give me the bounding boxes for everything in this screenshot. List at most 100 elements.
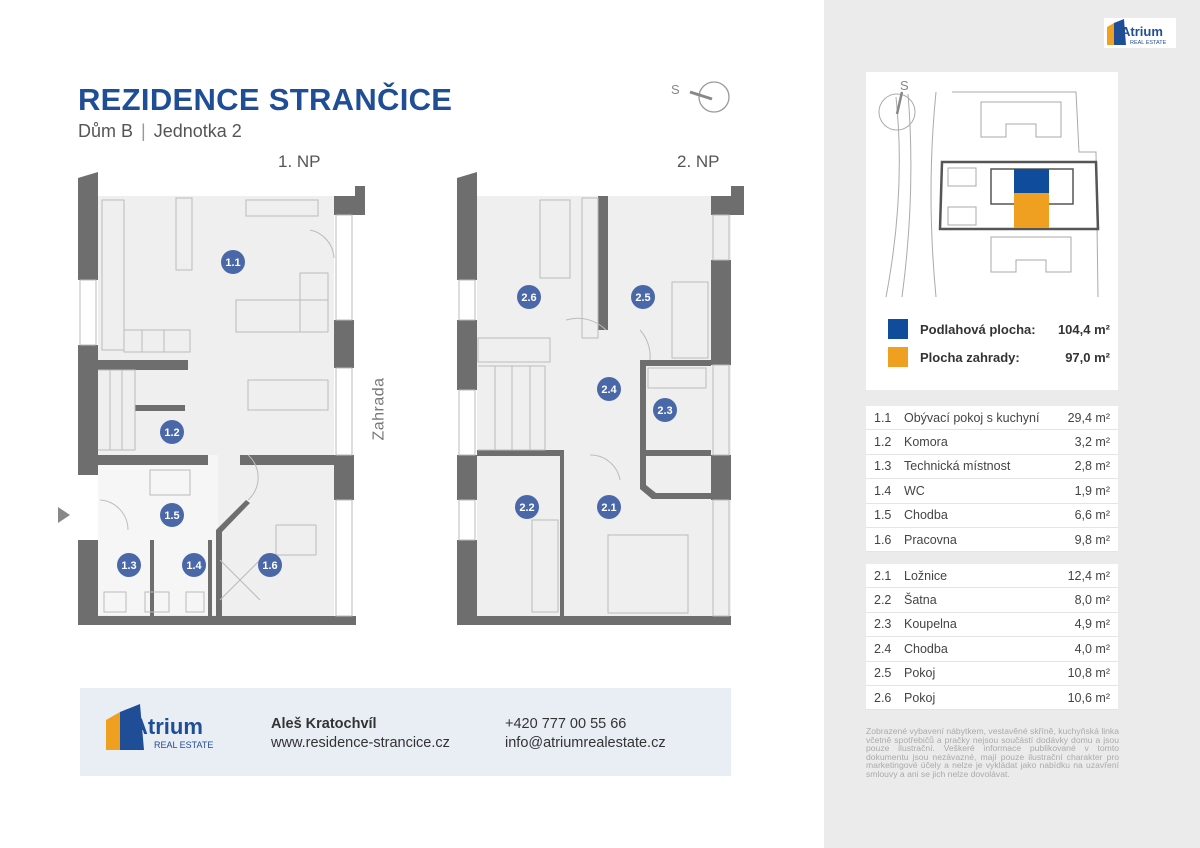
room-no: 1.5 (874, 508, 892, 523)
room-name: Chodba (904, 508, 948, 523)
room-area: 8,0 m² (1074, 593, 1110, 608)
legend-garden-area: Plocha zahrady: 97,0 m² (888, 347, 1110, 367)
disclaimer: Zobrazené vybavení nábytkem, vestavěné s… (866, 726, 1119, 779)
room-badge-1.5: 1.5 (160, 503, 184, 527)
room-badge-2.5: 2.5 (631, 285, 655, 309)
subtitle: Dům B | Jednotka 2 (78, 121, 242, 142)
compass-icon: S (670, 78, 732, 118)
svg-text:2.4: 2.4 (601, 384, 617, 396)
table-row: 1.2 Komora 3,2 m² (866, 430, 1118, 455)
room-area: 6,6 m² (1074, 508, 1110, 523)
svg-text:1.1: 1.1 (225, 257, 240, 269)
svg-text:1.3: 1.3 (121, 560, 136, 572)
room-no: 1.2 (874, 435, 892, 450)
table-row: 1.5 Chodba 6,6 m² (866, 504, 1118, 528)
logo-subtext: REAL ESTATE (154, 740, 213, 750)
separator: | (141, 121, 146, 141)
room-name: Koupelna (904, 617, 957, 632)
site-compass-label: S (900, 78, 909, 93)
room-area: 29,4 m² (1067, 410, 1110, 425)
room-labels-1np: 1.1 1.2 1.3 1.4 1.5 1.6 (117, 250, 282, 577)
room-area: 10,6 m² (1067, 690, 1110, 705)
floor-label-1np: 1. NP (278, 152, 321, 171)
room-no: 1.3 (874, 459, 892, 474)
site-plan: S (878, 78, 1100, 298)
floor-label-2np: 2. NP (677, 152, 720, 171)
room-area: 3,2 m² (1074, 435, 1110, 450)
room-area: 10,8 m² (1067, 666, 1110, 681)
room-name: WC (904, 483, 925, 498)
room-badge-2.3: 2.3 (653, 398, 677, 422)
room-name: Pokoj (904, 690, 936, 705)
room-area: 9,8 m² (1074, 532, 1110, 547)
svg-text:1.2: 1.2 (164, 427, 179, 439)
entrance-arrow-icon (58, 507, 70, 523)
building-label: Dům B (78, 121, 134, 141)
room-badge-1.2: 1.2 (160, 420, 184, 444)
room-labels-2np: 2.1 2.2 2.3 2.4 2.5 2.6 (515, 285, 677, 519)
garden-area-marker (1014, 193, 1049, 228)
floor-area-marker (1014, 169, 1049, 193)
garden-label: Zahrada (370, 377, 388, 441)
floor-plan-2np: 2.1 2.2 2.3 2.4 2.5 2.6 (457, 172, 744, 625)
wall (78, 172, 365, 215)
table-row: 1.3 Technická místnost 2,8 m² (866, 455, 1118, 480)
svg-text:2.2: 2.2 (519, 502, 534, 514)
room-no: 2.2 (874, 593, 892, 608)
site-plan-box: S Podlahová plocha:104,4 m² Plocha zahra… (866, 72, 1118, 390)
room-area: 4,9 m² (1074, 617, 1110, 632)
room-badge-1.3: 1.3 (117, 553, 141, 577)
legend-swatch-blue (888, 319, 908, 339)
legend-value: 97,0 m² (1065, 349, 1110, 365)
room-name: Chodba (904, 641, 948, 656)
contact-name: Aleš Kratochvíl (271, 716, 377, 732)
svg-text:2.5: 2.5 (635, 292, 650, 304)
logo-text: Atrium (132, 714, 203, 739)
room-badge-2.4: 2.4 (597, 377, 621, 401)
room-name: Komora (904, 435, 948, 450)
page-title: REZIDENCE STRANČICE (78, 82, 453, 117)
legend-label: Podlahová plocha: (920, 321, 1036, 337)
room-area: 1,9 m² (1074, 483, 1110, 498)
table-row: 2.2 Šatna 8,0 m² (866, 588, 1118, 613)
compass-label: S (671, 82, 680, 97)
legend-floor-area: Podlahová plocha:104,4 m² (888, 319, 1110, 339)
room-area: 2,8 m² (1074, 459, 1110, 474)
room-no: 2.4 (874, 641, 892, 656)
room-area: 12,4 m² (1067, 568, 1110, 583)
legend-label: Plocha zahrady: (920, 349, 1020, 365)
room-name: Šatna (904, 593, 937, 608)
svg-text:1.6: 1.6 (262, 560, 277, 572)
room-badge-2.2: 2.2 (515, 495, 539, 519)
table-row: 2.5 Pokoj 10,8 m² (866, 662, 1118, 686)
room-badge-1.6: 1.6 (258, 553, 282, 577)
email-link[interactable]: info@atriumrealestate.cz (505, 735, 666, 751)
room-badge-2.6: 2.6 (517, 285, 541, 309)
room-name: Pracovna (904, 532, 957, 547)
room-name: Pokoj (904, 666, 936, 681)
svg-text:1.5: 1.5 (164, 510, 179, 522)
room-badge-1.4: 1.4 (182, 553, 206, 577)
svg-text:2.3: 2.3 (657, 405, 672, 417)
room-no: 2.1 (874, 568, 892, 583)
website-link[interactable]: www.residence-strancice.cz (271, 735, 450, 751)
phone-link[interactable]: +420 777 00 55 66 (505, 716, 627, 732)
svg-text:1.4: 1.4 (186, 560, 202, 572)
room-name: Obývací pokoj s kuchyní (904, 410, 1040, 425)
unit-label: Jednotka 2 (153, 121, 242, 141)
room-name: Technická místnost (904, 459, 1011, 474)
room-no: 2.5 (874, 666, 892, 681)
room-name: Ložnice (904, 568, 948, 583)
room-badge-1.1: 1.1 (221, 250, 245, 274)
table-row: 2.1 Ložnice 12,4 m² (866, 564, 1118, 589)
